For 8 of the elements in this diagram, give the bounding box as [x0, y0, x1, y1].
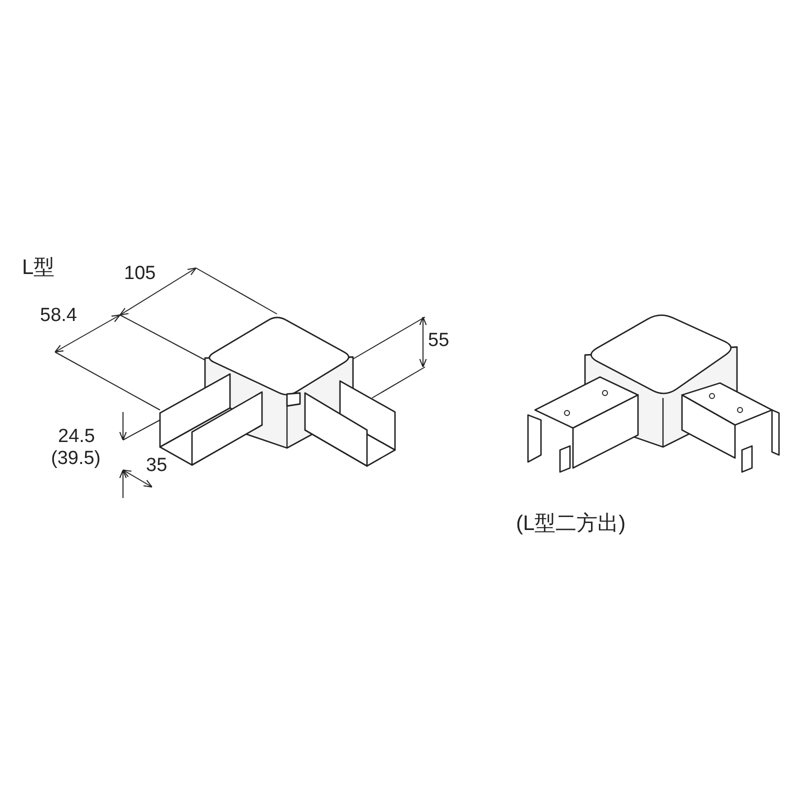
dimension-label: 58.4 — [40, 306, 77, 325]
dimension-label: 24.5 — [58, 427, 95, 446]
dimension-label: (39.5) — [51, 449, 101, 468]
dimension-label: 55 — [428, 331, 450, 350]
dimension-label: 35 — [146, 456, 168, 475]
dimension-label: 105 — [124, 264, 156, 283]
title: L型 — [22, 257, 55, 278]
caption: (L型二方出) — [516, 513, 626, 534]
